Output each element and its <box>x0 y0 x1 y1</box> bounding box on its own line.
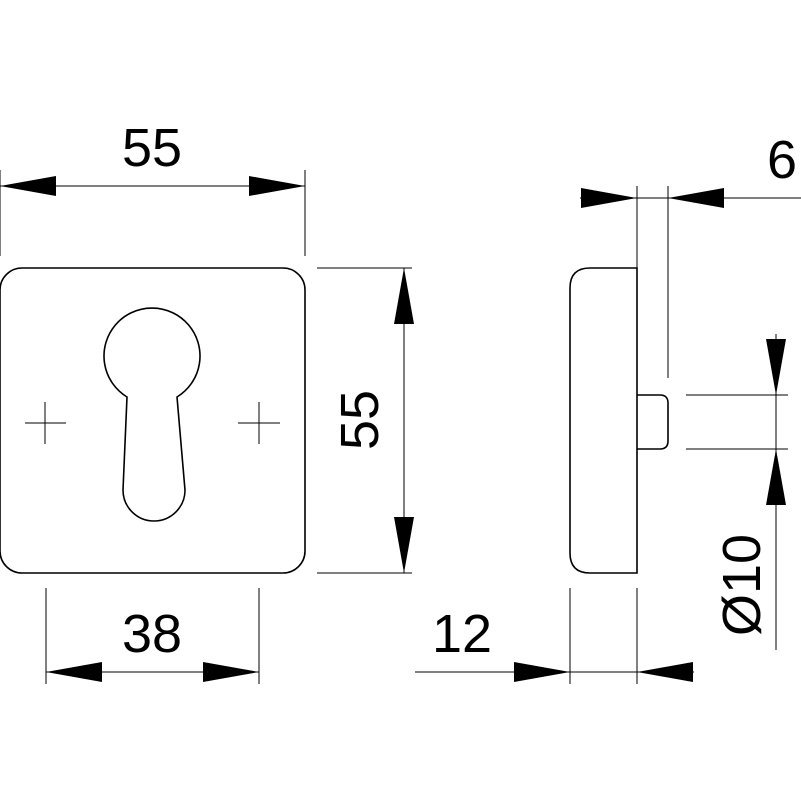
width-dimension: 55 <box>0 118 306 256</box>
keyhole-cutout <box>103 307 201 522</box>
pin-diameter-label: Ø10 <box>712 534 772 636</box>
width-dimension-label: 55 <box>122 118 182 178</box>
depth-dimension: 12 <box>415 588 694 684</box>
pin-diameter-dimension: Ø10 <box>686 334 788 650</box>
arrowhead <box>0 176 56 196</box>
side-view: 6 12 Ø10 <box>415 130 801 684</box>
arrowhead <box>581 188 637 208</box>
arrowhead <box>249 176 305 196</box>
arrowhead <box>766 449 786 505</box>
arrowhead <box>766 339 786 395</box>
depth-dimension-label: 12 <box>432 604 492 664</box>
arrowhead <box>668 188 724 208</box>
rosette-side-profile <box>569 267 638 574</box>
rosette-plate-outline <box>0 267 306 574</box>
thickness-dimension: 6 <box>580 130 801 378</box>
screw-mark-left <box>25 402 66 444</box>
arrowhead <box>46 662 102 682</box>
front-view: 55 55 38 <box>0 118 414 684</box>
arrowhead <box>514 662 570 682</box>
screw-spacing-label: 38 <box>122 604 182 664</box>
height-dimension-label: 55 <box>330 390 390 450</box>
thickness-dimension-label: 6 <box>767 130 797 190</box>
arrowhead <box>203 662 259 682</box>
arrowhead <box>394 268 414 324</box>
pin-stub <box>637 394 669 450</box>
arrowhead <box>637 662 693 682</box>
height-dimension: 55 <box>317 267 414 574</box>
screw-mark-right <box>238 402 280 444</box>
arrowhead <box>394 517 414 573</box>
screw-spacing-dimension: 38 <box>45 588 260 684</box>
